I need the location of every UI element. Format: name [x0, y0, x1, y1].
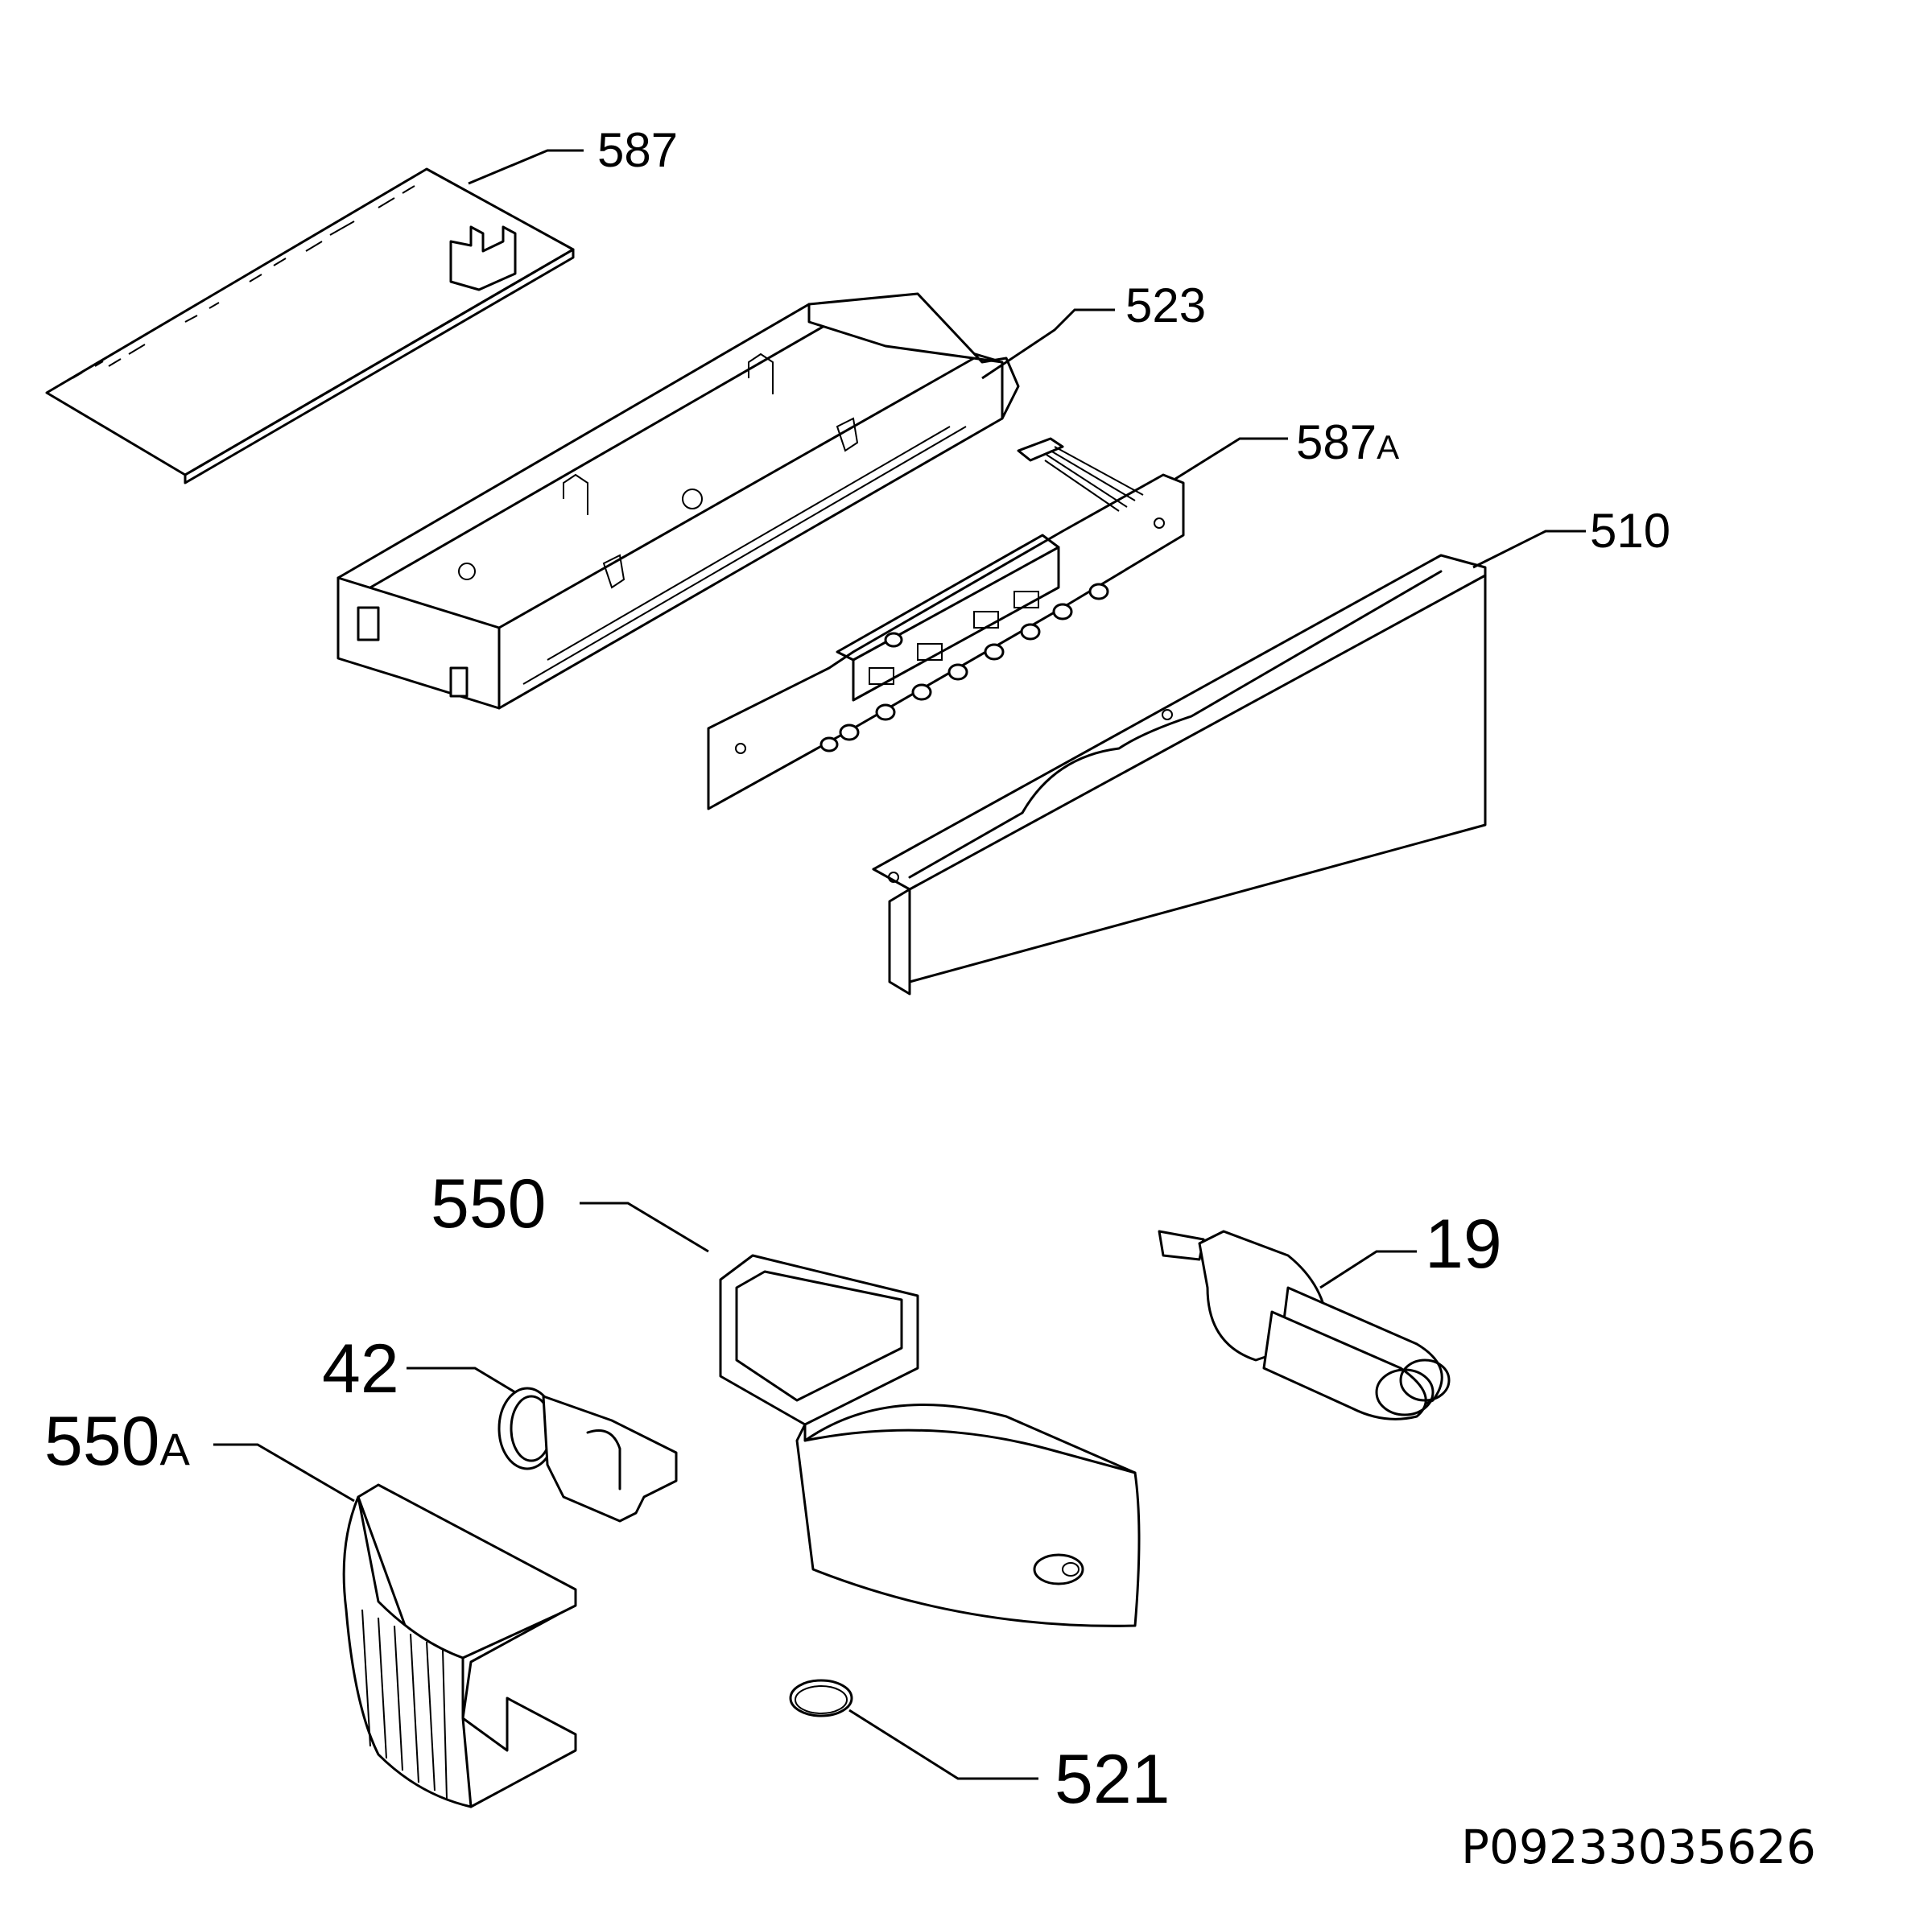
label-587A-suffix: A	[1377, 428, 1399, 466]
label-42: 42	[322, 1330, 399, 1408]
drawing-code: P09233035626	[1461, 1820, 1816, 1874]
leader-lines	[213, 149, 1586, 1780]
part-19-lamp-bulb	[1158, 1230, 1451, 1420]
label-550: 550	[431, 1165, 547, 1243]
label-19: 19	[1425, 1206, 1502, 1283]
part-510-front-panel	[872, 554, 1487, 996]
label-587A: 587A	[1296, 415, 1399, 469]
part-521-ring	[789, 1679, 853, 1717]
part-550-lamp-housing	[719, 1254, 1141, 1627]
part-523-frame-housing	[336, 292, 1020, 710]
label-521: 521	[1055, 1741, 1170, 1818]
label-550A-number: 550	[44, 1403, 160, 1480]
label-510: 510	[1590, 504, 1670, 558]
label-550A: 550A	[44, 1403, 191, 1480]
label-587A-number: 587	[1296, 415, 1377, 469]
part-587A-control-board	[707, 437, 1185, 810]
label-523: 523	[1125, 278, 1206, 332]
label-550A-suffix: A	[160, 1424, 191, 1474]
callout-labels: 587 523 587A 510 550 19 42 550A 521	[44, 123, 1670, 1818]
label-587: 587	[597, 123, 678, 177]
part-550A-lamp-cover	[342, 1483, 577, 1808]
part-42-lamp-socket	[497, 1387, 678, 1523]
part-587-circuit-board	[45, 167, 575, 484]
